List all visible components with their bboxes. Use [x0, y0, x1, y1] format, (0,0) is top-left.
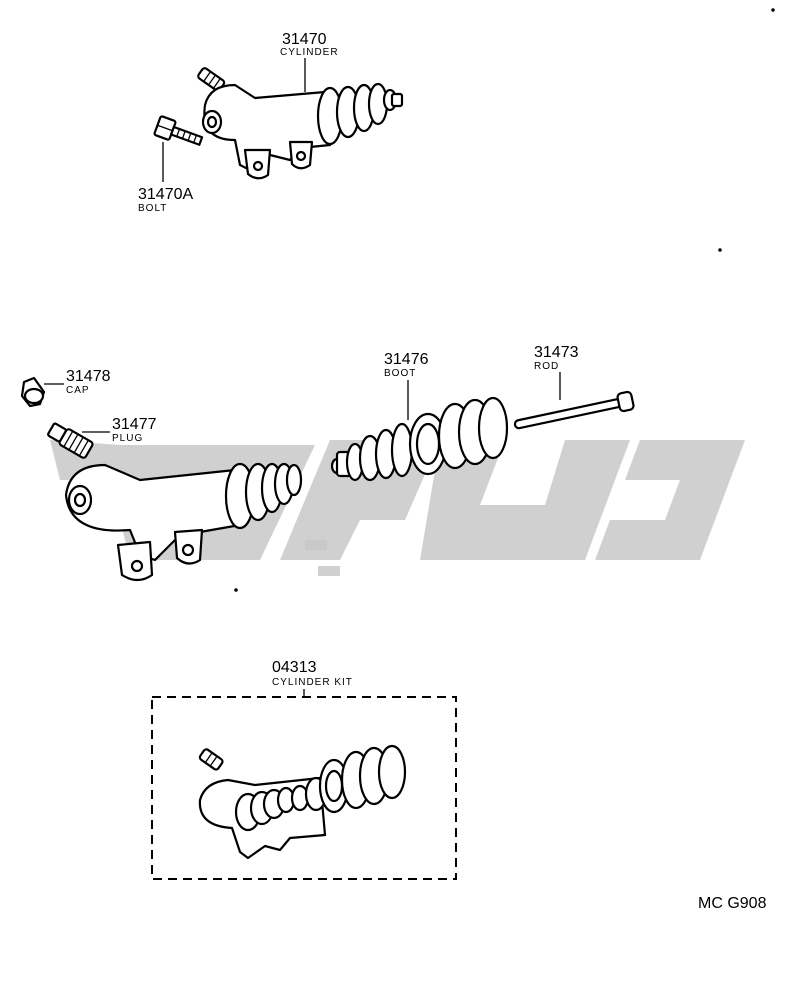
cylinder-part-name: CYLINDER	[280, 47, 339, 58]
cylinder-kit-illustration	[198, 744, 407, 860]
kit-dashed-frame	[151, 696, 457, 880]
boot-part-number: 31476	[384, 351, 429, 368]
bolt-part	[153, 115, 204, 146]
kit-part-number: 04313	[272, 659, 317, 676]
speck	[771, 8, 775, 12]
cap-part-name: CAP	[66, 385, 90, 396]
rod-part	[513, 390, 635, 430]
plug-part-number: 31477	[112, 416, 157, 433]
diagram-code: MC G908	[698, 895, 767, 912]
cap-part	[20, 376, 46, 408]
kit-part-name: CYLINDER KIT	[272, 677, 353, 688]
cap-part-number: 31478	[66, 368, 111, 385]
cylinder-assembly-top	[197, 67, 404, 180]
bolt-part-number: 31470A	[138, 186, 193, 203]
speck	[234, 588, 238, 592]
speck	[718, 248, 722, 252]
boot-part	[330, 396, 509, 482]
cylinder-part-number: 31470	[282, 31, 327, 48]
rod-part-name: ROD	[534, 361, 559, 372]
plug-part	[47, 422, 94, 459]
rod-part-number: 31473	[534, 344, 579, 361]
plug-part-name: PLUG	[112, 433, 143, 444]
cylinder-body-middle	[64, 462, 303, 582]
boot-part-name: BOOT	[384, 368, 416, 379]
bolt-part-name: BOLT	[138, 203, 167, 214]
